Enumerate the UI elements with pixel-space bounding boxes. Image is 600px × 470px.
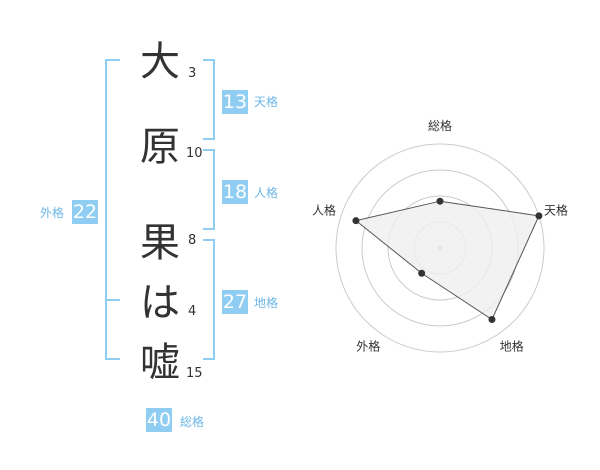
stroke-count-3: 8 — [188, 233, 197, 248]
jinkaku-label: 人格 — [254, 186, 279, 200]
radar-ring-4 — [335, 143, 545, 353]
radar-axis-label-2: 地格 — [500, 339, 524, 354]
radar-axis-label-1: 天格 — [544, 202, 568, 217]
chikaku-value-badge: 27 — [222, 290, 248, 314]
soukaku-label: 総格 — [180, 415, 205, 429]
gaikaku-bracket — [105, 59, 120, 360]
stroke-count-5: 15 — [186, 366, 203, 381]
tenkaku-label: 天格 — [254, 95, 279, 109]
name-char-2: 原 — [140, 124, 180, 170]
radar-axis-label-3: 外格 — [356, 339, 380, 354]
gaikaku-value-badge: 22 — [72, 200, 98, 224]
gaikaku-label: 外格 — [40, 206, 65, 220]
name-char-1: 大 — [140, 39, 180, 85]
radar-point-3 — [418, 269, 426, 277]
stroke-count-4: 4 — [188, 304, 197, 319]
radar-point-1 — [535, 212, 543, 220]
radar-series — [352, 197, 543, 324]
tenkaku-bracket — [203, 59, 215, 140]
radar-point-0 — [436, 197, 444, 205]
jinkaku-bracket — [203, 149, 215, 230]
radar-series-polygon — [354, 200, 540, 321]
name-char-5: 嘘 — [140, 340, 180, 386]
chikaku-label: 地格 — [254, 296, 279, 310]
soukaku-value-badge: 40 — [146, 408, 172, 432]
name-char-4: は — [140, 280, 180, 326]
stroke-count-2: 10 — [186, 146, 203, 161]
chikaku-bracket — [203, 239, 215, 360]
radar-point-2 — [488, 316, 496, 324]
tenkaku-value-badge: 13 — [222, 90, 248, 114]
radar-axis-label-0: 総格 — [428, 118, 452, 133]
radar-point-4 — [352, 217, 360, 225]
stroke-count-1: 3 — [188, 66, 197, 81]
jinkaku-value-badge: 18 — [222, 180, 248, 204]
name-char-3: 果 — [140, 220, 180, 266]
radar-axis-label-4: 人格 — [312, 202, 336, 217]
